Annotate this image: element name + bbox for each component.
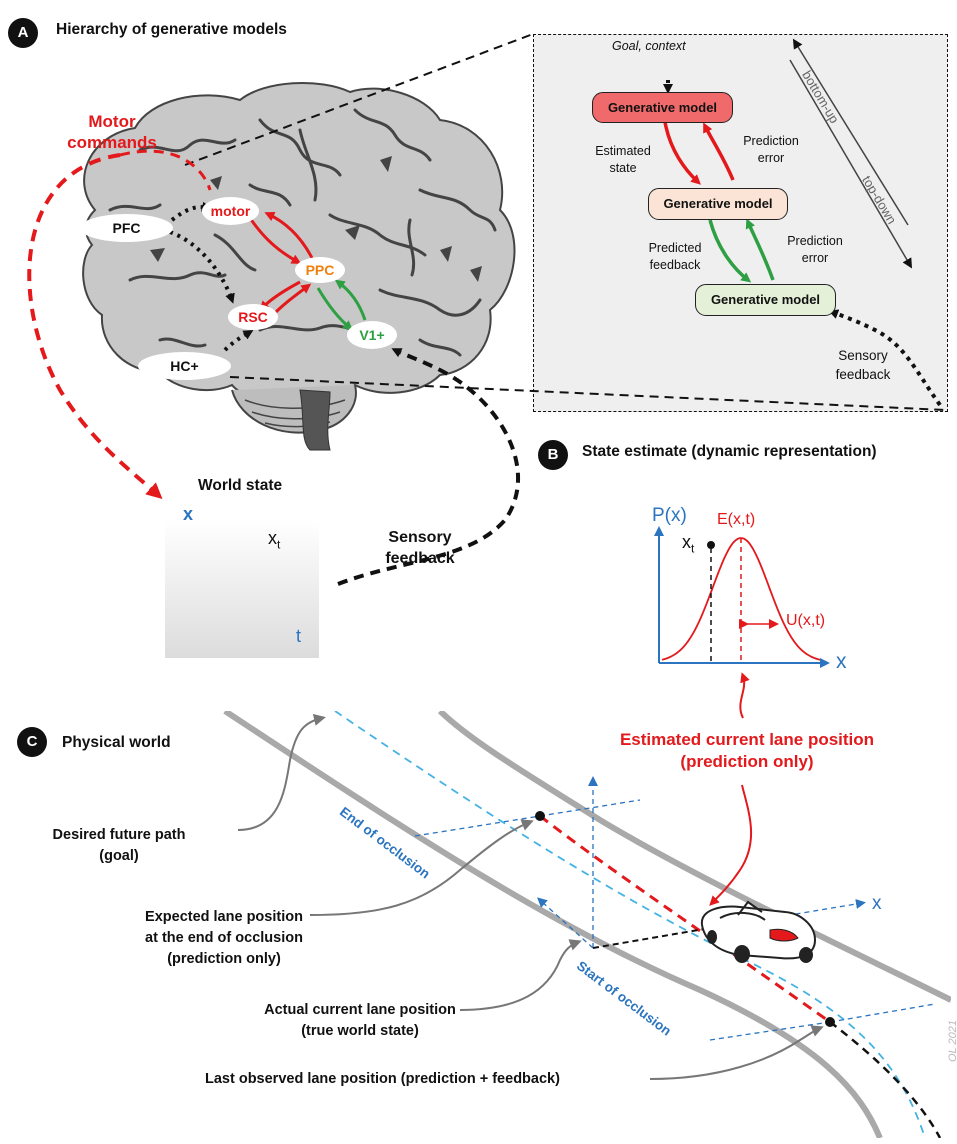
motor-commands-label: Motor commands xyxy=(48,111,176,153)
world-axis-x-label: t xyxy=(296,626,302,646)
region-hc: HC+ xyxy=(138,352,231,380)
prediction-error-1-line2: error xyxy=(757,151,785,165)
state-estimate-plot xyxy=(654,526,830,719)
world-point-var: x xyxy=(268,528,277,548)
region-rsc: RSC xyxy=(228,304,278,330)
world-point-label: xt xyxy=(268,528,280,552)
region-ppc: PPC xyxy=(295,257,345,283)
panel-c-badge: C xyxy=(17,727,47,757)
inset-sensory-feedback-line1: Sensory xyxy=(838,348,888,363)
estimated-lane-line1: Estimated current lane position xyxy=(619,730,875,749)
estimated-state-label: Estimated state xyxy=(590,143,656,177)
prediction-error-1-line1: Prediction xyxy=(743,134,799,148)
goal-context-label: Goal, context xyxy=(612,39,686,53)
estimated-state-line2: state xyxy=(609,161,637,175)
estimated-lane-line2: (prediction only) xyxy=(680,752,814,771)
region-pfc: PFC xyxy=(80,214,173,242)
panel-a-title: Hierarchy of generative models xyxy=(56,21,287,38)
actual-lane-line1: Actual current lane position xyxy=(264,1002,456,1018)
region-motor: motor xyxy=(202,197,259,225)
expected-lane-line1: Expected lane position xyxy=(145,909,303,925)
panel-b-badge: B xyxy=(538,440,568,470)
prediction-error-2-line1: Prediction xyxy=(787,234,843,248)
desired-path-line2: (goal) xyxy=(99,848,139,864)
last-observed-label: Last observed lane position (prediction … xyxy=(205,1071,560,1087)
panel-b-title: State estimate (dynamic representation) xyxy=(582,443,877,460)
motor-commands-line1: Motor xyxy=(88,112,136,131)
sensory-feedback-label: Sensory feedback xyxy=(365,527,475,569)
panel-b-x-label: x xyxy=(836,650,847,673)
predicted-feedback-line2: feedback xyxy=(649,258,701,272)
sensory-feedback-line2: feedback xyxy=(385,550,455,567)
generative-model-top: Generative model xyxy=(592,92,733,123)
prediction-error-label-2: Prediction error xyxy=(778,233,852,267)
panel-a-badge: A xyxy=(8,18,38,48)
estimated-lane-label: Estimated current lane position (predict… xyxy=(612,729,882,773)
predicted-feedback-line1: Predicted xyxy=(648,241,702,255)
inset-sensory-feedback-label: Sensory feedback xyxy=(825,346,901,384)
inset-sensory-feedback-line2: feedback xyxy=(835,367,891,382)
estimated-state-line1: Estimated xyxy=(595,144,651,158)
world-state-box xyxy=(165,520,319,658)
prediction-error-2-line2: error xyxy=(801,251,829,265)
region-v1: V1+ xyxy=(347,321,397,349)
sensory-feedback-line1: Sensory xyxy=(388,529,452,546)
panel-b-point-sub: t xyxy=(691,541,695,556)
panel-b-y-label: P(x) xyxy=(652,505,687,526)
actual-lane-label: Actual current lane position (true world… xyxy=(250,1000,470,1042)
expected-lane-label: Expected lane position at the end of occ… xyxy=(124,907,324,970)
panel-b-uncertainty-label: U(x,t) xyxy=(786,612,826,629)
signature: OL 2021 xyxy=(947,1019,957,1062)
actual-lane-line2: (true world state) xyxy=(301,1023,419,1039)
motor-commands-line2: commands xyxy=(67,133,157,152)
generative-model-mid: Generative model xyxy=(648,188,788,220)
desired-path-line1: Desired future path xyxy=(52,827,186,843)
world-point-sub: t xyxy=(277,537,281,552)
panel-c-x-label: x xyxy=(872,893,882,914)
panel-c-title: Physical world xyxy=(62,734,171,751)
expected-lane-line2: at the end of occlusion xyxy=(145,930,303,946)
car-icon xyxy=(700,900,817,963)
world-state-title: World state xyxy=(198,477,283,494)
panel-b-mean-label: E(x,t) xyxy=(717,511,756,528)
panel-b-point-var: x xyxy=(682,532,691,552)
world-axis-y-label: x xyxy=(183,504,194,524)
prediction-error-label-1: Prediction error xyxy=(734,133,808,167)
generative-model-bottom: Generative model xyxy=(695,284,836,316)
panel-b-point-label: xt xyxy=(682,532,694,556)
desired-path-label: Desired future path (goal) xyxy=(24,825,214,867)
expected-lane-line3: (prediction only) xyxy=(167,951,281,967)
predicted-feedback-label: Predicted feedback xyxy=(640,240,710,274)
